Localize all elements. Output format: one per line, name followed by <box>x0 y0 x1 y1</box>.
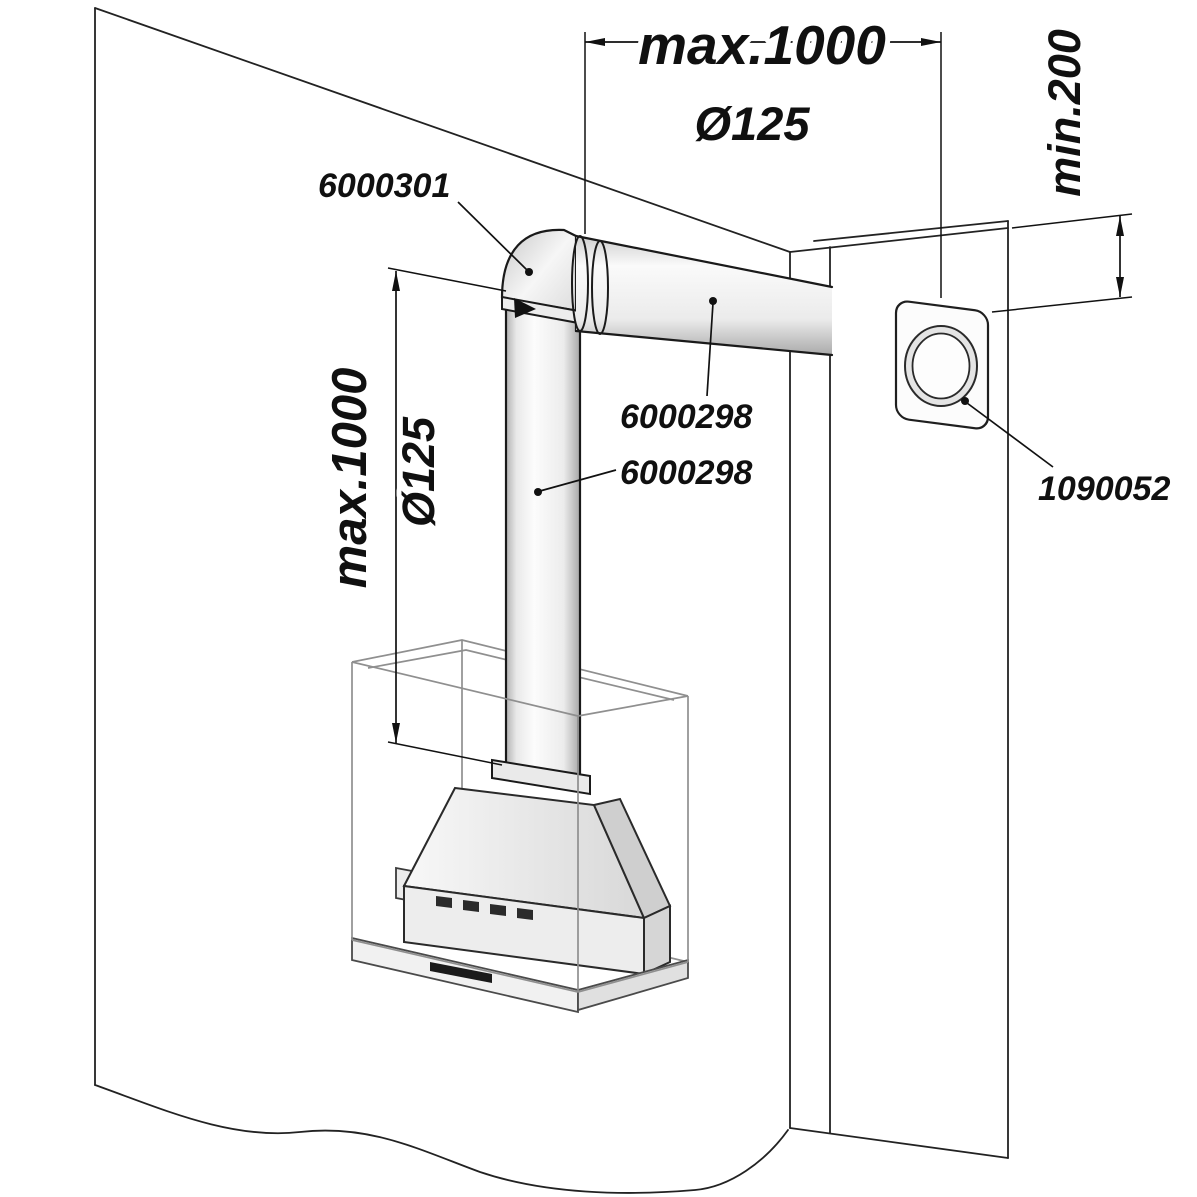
leader-line-vertical-duct <box>539 469 617 492</box>
duct-joint-ring <box>571 235 589 332</box>
vertical-duct <box>491 304 591 796</box>
hood-plinth-vent-strip <box>430 962 492 983</box>
text-labels: max.1000 Ø125 min.200 max.1000 Ø125 6000… <box>313 9 1175 593</box>
dim-left-diameter-label: Ø125 <box>393 416 444 527</box>
extension-line <box>991 296 1133 313</box>
horizontal-duct <box>571 234 834 357</box>
duct-joint-ring <box>591 240 609 335</box>
part-label-wall-vent: 1090052 <box>1038 470 1170 508</box>
leader-dot <box>961 397 969 405</box>
dim-min200-label: min.200 <box>1039 29 1090 197</box>
dim-top-diameter-label: Ø125 <box>695 97 811 150</box>
elbow-duct <box>500 228 586 333</box>
hood-plinth-side <box>577 958 689 1012</box>
wall-torn-bottom-edge <box>94 1084 789 1194</box>
room-walls <box>94 7 1009 1194</box>
leader-line-horizontal-duct <box>706 302 714 397</box>
dim-left-length-label: max.1000 <box>323 368 377 589</box>
part-label-horizontal-duct: 6000298 <box>620 398 752 436</box>
leaders <box>457 201 1054 496</box>
extension-line <box>387 267 507 292</box>
leader-dot <box>534 488 542 496</box>
right-wall <box>789 220 1009 1159</box>
extension-line <box>387 741 503 766</box>
cooker-hood <box>351 786 689 1014</box>
dim-top-length-label: max.1000 <box>638 14 886 76</box>
part-label-elbow: 6000301 <box>318 167 450 205</box>
dimensions <box>387 32 1133 766</box>
flow-arrow-icon <box>514 298 536 318</box>
leader-line-wall-vent <box>966 402 1054 468</box>
vent-inner-circle <box>911 332 971 400</box>
leader-dot <box>709 297 717 305</box>
right-wall-bottom-edge <box>789 1127 1009 1159</box>
right-wall-top-edge <box>789 227 1009 253</box>
leader-dot <box>525 268 533 276</box>
part-label-vertical-duct: 6000298 <box>620 454 752 492</box>
extension-line <box>1011 213 1133 229</box>
back-wall-top-edge <box>94 7 791 253</box>
duct-system <box>491 228 834 796</box>
glass-enclosure-front <box>351 661 689 993</box>
leader-line-elbow <box>457 201 528 271</box>
wall-vent-plate <box>894 300 990 430</box>
hood-control-buttons <box>436 896 533 920</box>
duct-collar <box>491 758 591 796</box>
hood-base-side <box>643 904 671 976</box>
